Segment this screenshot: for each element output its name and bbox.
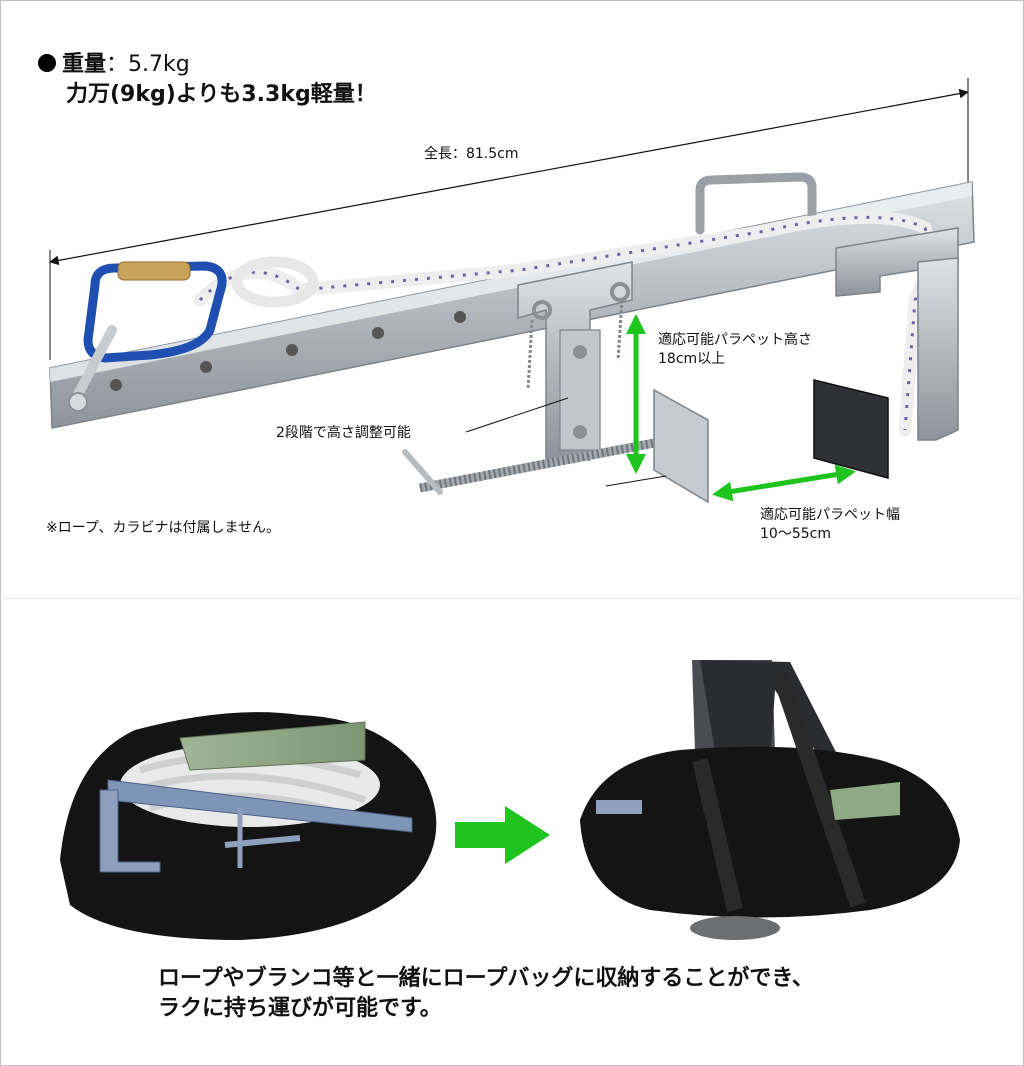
height-adjust-leader bbox=[465, 397, 569, 433]
parapet-height-title: 適応可能パラペット高さ bbox=[658, 332, 812, 348]
caption-line-2: ラクに持ち運びが可能です。 bbox=[158, 996, 442, 1021]
bullet-icon bbox=[38, 54, 56, 72]
open-rope-bag bbox=[60, 712, 437, 940]
accessory-note: ※ロープ、カラビナは付属しません。 bbox=[46, 520, 281, 536]
caption-line-1: ロープやブランコ等と一緒にロープバッグに収納することができ、 bbox=[158, 966, 814, 991]
parapet-width-title: 適応可能パラペット幅 bbox=[760, 507, 900, 523]
parapet-height-arrow bbox=[605, 314, 667, 487]
height-adjust-label: 2段階で高さ調整可能 bbox=[276, 425, 411, 441]
clamp-handle bbox=[695, 172, 817, 235]
parapet-hook bbox=[813, 227, 959, 479]
transition-arrow bbox=[455, 806, 550, 864]
clamp-body bbox=[517, 261, 633, 461]
parapet-width-value: 10～55cm bbox=[760, 526, 831, 542]
weight-value: ：5.7kg bbox=[106, 52, 190, 77]
total-length-dimension bbox=[49, 78, 969, 360]
storage-caption: ロープやブランコ等と一緒にロープバッグに収納することができ、 ラクに持ち運びが可… bbox=[158, 964, 814, 1024]
parapet-width-arrow bbox=[712, 464, 856, 502]
carabiner bbox=[68, 261, 227, 412]
parapet-height-value: 18cm以上 bbox=[658, 351, 726, 367]
carried-rope-bag bbox=[580, 660, 960, 940]
weight-label: 重量 bbox=[62, 52, 107, 77]
section-divider bbox=[0, 598, 1024, 599]
total-length-label: 全長：81.5cm bbox=[424, 146, 519, 162]
